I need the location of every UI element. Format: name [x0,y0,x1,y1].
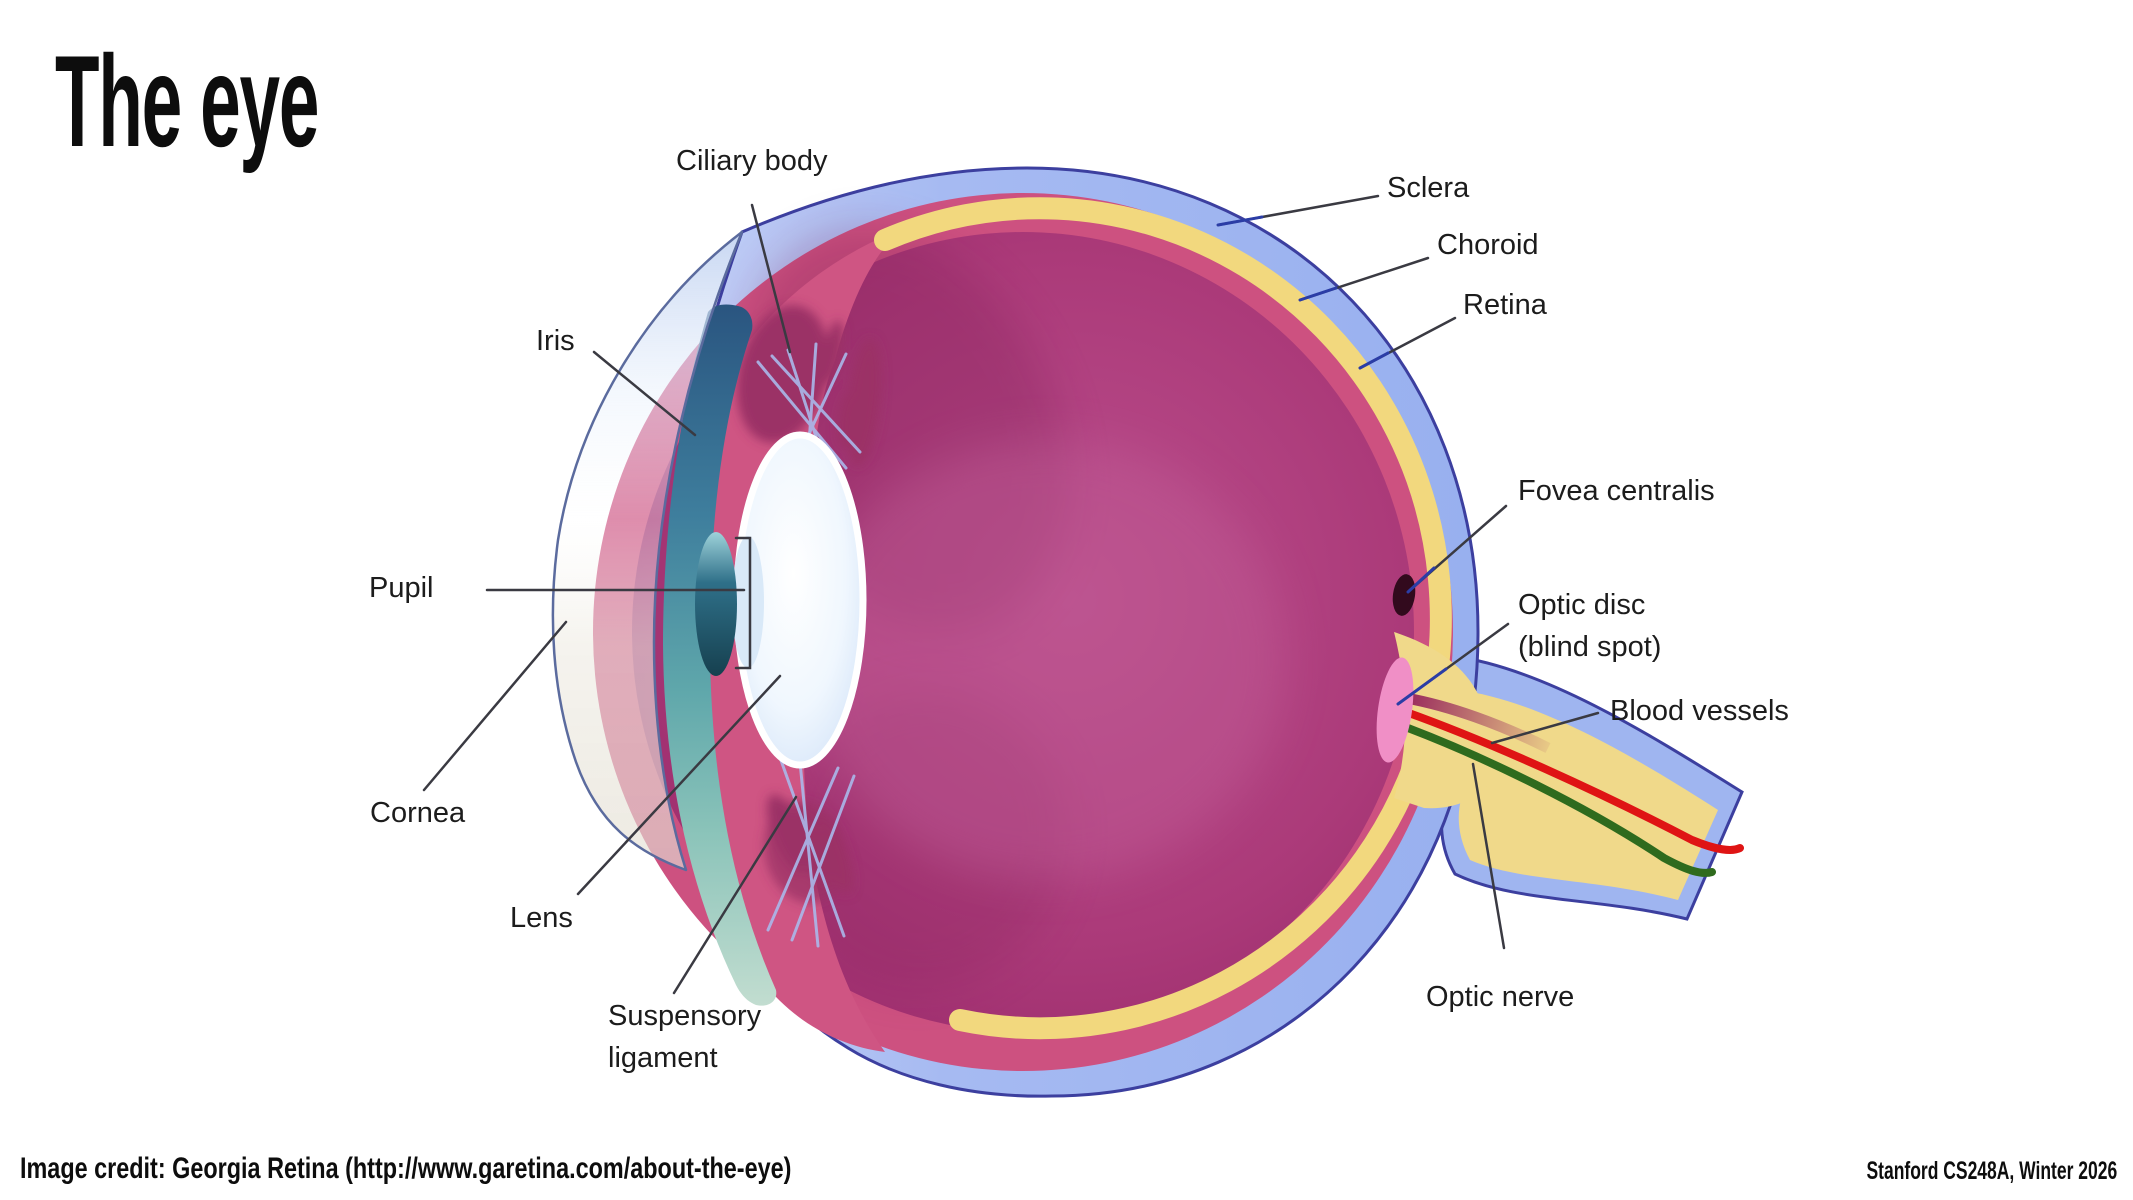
label-pupil: Pupil [369,572,434,604]
vitreous-highlight [805,440,1285,880]
pupil [695,532,737,676]
leader-line-tips [1216,215,1448,706]
label-suspensory-ligament: Suspensory ligament [608,1000,762,1075]
label-retina: Retina [1463,289,1547,321]
label-blood-vessels: Blood vessels [1610,695,1789,727]
choroid-extension [1405,692,1551,753]
label-iris: Iris [536,325,575,357]
leader-suspensory [672,795,798,995]
leader-lens [576,674,782,896]
optic-disc [1376,657,1414,763]
iris [663,304,777,1006]
blood-vessel-green [1404,724,1716,877]
pupil-bracket [734,536,752,670]
leader-cornea [422,620,568,792]
label-optic-disc: Optic disc (blind spot) [1518,589,1662,664]
label-lens: Lens [510,902,573,934]
label-optic-nerve: Optic nerve [1426,981,1575,1013]
leader-iris [592,350,697,437]
label-fovea-centralis: Fovea centralis [1518,475,1715,507]
leader-optic-nerve [1471,762,1506,950]
label-choroid: Choroid [1437,229,1539,261]
leader-ciliary-body [750,203,792,354]
image-credit: Image credit: Georgia Retina (http://www… [20,1152,792,1185]
slide-title: The eye [55,28,319,174]
fovea-centralis [1392,574,1416,616]
course-footer: Stanford CS248A, Winter 2026 [1866,1157,2117,1185]
cornea [551,230,744,872]
optic-nerve-head [1394,632,1492,809]
retina-layer [874,197,1452,1040]
leader-blood-vessels [1490,711,1600,745]
label-ciliary-body: Ciliary body [676,145,828,177]
aqueous-gap [732,536,764,668]
label-sclera: Sclera [1387,172,1470,204]
label-cornea: Cornea [370,797,466,829]
blood-vessel-red [1402,708,1744,854]
